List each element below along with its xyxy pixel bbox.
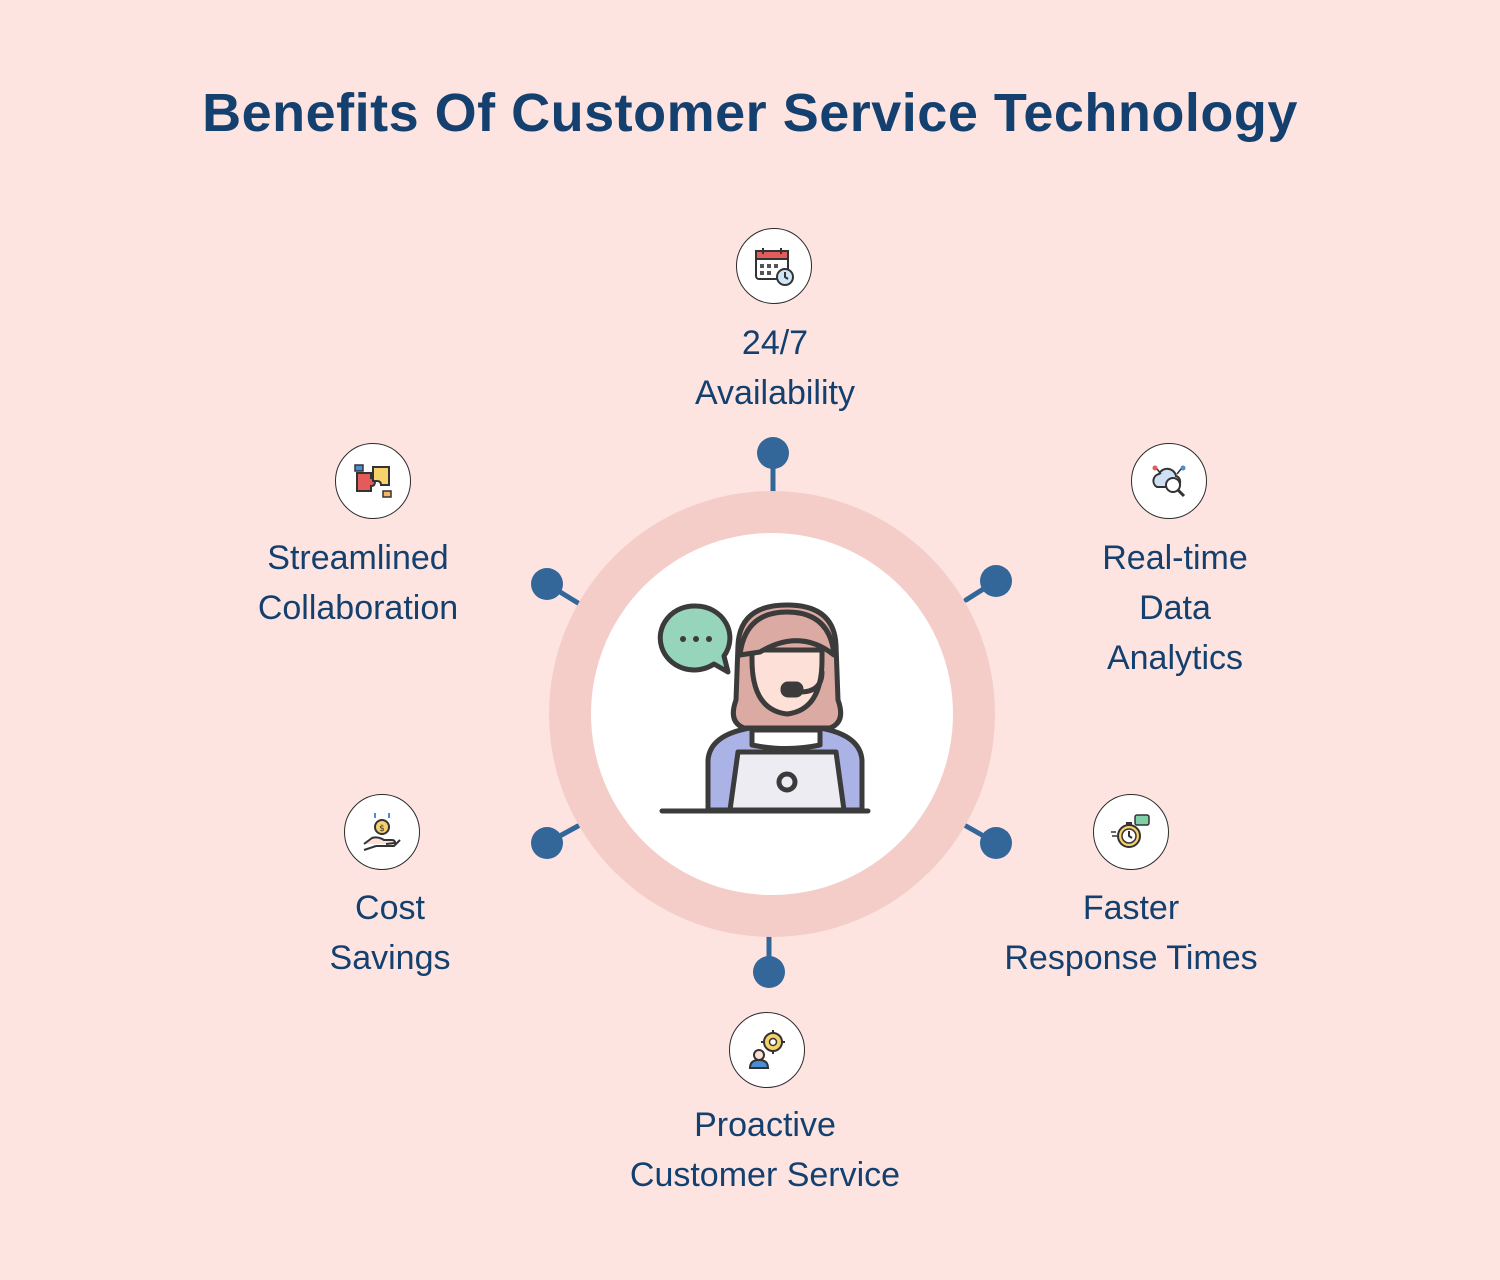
label-line: 24/7 bbox=[741, 324, 809, 362]
connector-dot-cost bbox=[531, 827, 563, 859]
user-gear-icon bbox=[748, 1030, 785, 1069]
label-collaboration: Streamlined Collaboration bbox=[208, 533, 508, 633]
label-line: Collaboration bbox=[257, 589, 459, 627]
collaboration-icon-badge bbox=[335, 443, 411, 519]
connector-dot-response bbox=[980, 827, 1012, 859]
label-line: Cost bbox=[355, 889, 425, 927]
label-cost: Cost Savings bbox=[240, 883, 540, 983]
label-line: Proactive bbox=[694, 1106, 836, 1144]
label-line: Analytics bbox=[1106, 639, 1244, 677]
page-title: Benefits Of Customer Service Technology bbox=[202, 83, 1298, 143]
label-line: Customer Service bbox=[629, 1156, 901, 1194]
label-line: Streamlined bbox=[267, 539, 449, 577]
proactive-icon-badge bbox=[729, 1012, 805, 1088]
label-line: Faster bbox=[1082, 889, 1180, 927]
label-proactive: Proactive Customer Service bbox=[565, 1100, 965, 1200]
cloud-data-search-icon bbox=[1152, 465, 1186, 498]
svg-text:$: $ bbox=[379, 824, 385, 834]
customer-support-agent-icon bbox=[657, 602, 871, 814]
connector-dot-availability bbox=[757, 437, 789, 469]
label-line: Savings bbox=[329, 939, 451, 977]
connector-dot-proactive bbox=[753, 956, 785, 988]
connector-dot-analytics bbox=[980, 565, 1012, 597]
hand-coin-icon: $ bbox=[363, 813, 401, 851]
analytics-icon-badge bbox=[1131, 443, 1207, 519]
calendar-24-7-icon bbox=[755, 248, 794, 286]
connectors bbox=[531, 437, 1012, 988]
puzzle-hands-icon bbox=[354, 464, 392, 498]
label-response: Faster Response Times bbox=[960, 883, 1302, 983]
availability-icon-badge bbox=[736, 228, 812, 304]
cost-icon-badge: $ bbox=[344, 794, 420, 870]
label-line: Availability bbox=[694, 374, 855, 412]
connector-dot-collaboration bbox=[531, 568, 563, 600]
label-availability: 24/7 Availability bbox=[625, 318, 925, 418]
label-line: Response Times bbox=[1004, 939, 1258, 977]
label-line: Data bbox=[1139, 589, 1211, 627]
stopwatch-message-icon bbox=[1111, 814, 1150, 848]
response-icon-badge bbox=[1093, 794, 1169, 870]
label-line: Real-time bbox=[1102, 539, 1248, 577]
label-analytics: Real-time Data Analytics bbox=[1025, 533, 1325, 683]
